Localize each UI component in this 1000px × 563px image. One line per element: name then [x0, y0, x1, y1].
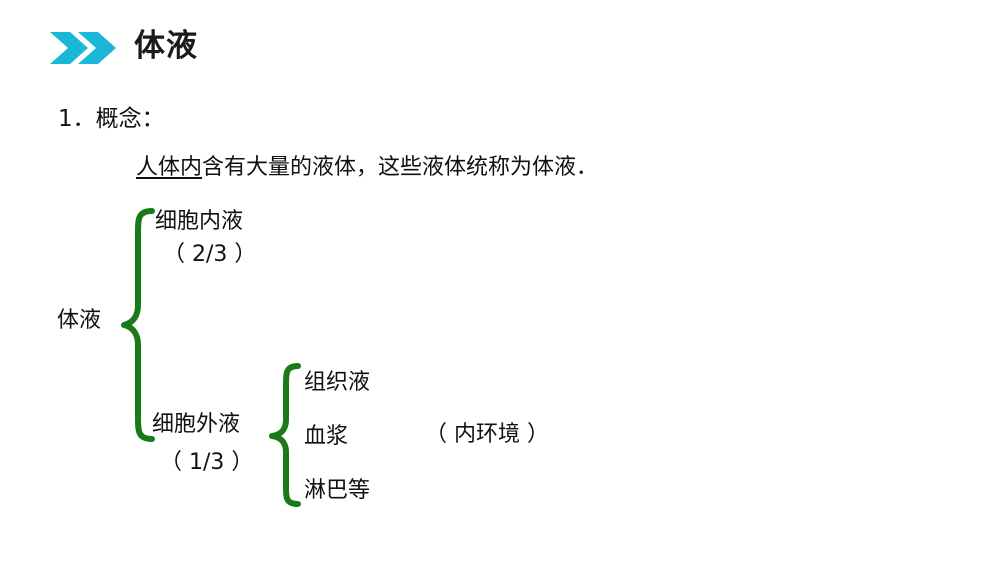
- page-title: 体液: [134, 28, 198, 64]
- diagram-node-root: 体液: [57, 308, 102, 333]
- diagram-node-intracellular-fluid: 细胞内液: [155, 209, 244, 234]
- diagram-annotation-internal-environment: （ 内环境 ）: [425, 422, 549, 447]
- sub-brace-icon: [266, 360, 308, 514]
- concept-heading: 1．概念：: [58, 106, 165, 132]
- double-chevron-right-icon: [50, 30, 120, 66]
- diagram-node-lymph: 淋巴等: [304, 478, 371, 503]
- diagram-node-plasma: 血浆: [304, 424, 349, 449]
- diagram-node-intracellular-fraction: （ 2/3 ）: [163, 242, 257, 267]
- slide-header: 体液: [50, 25, 550, 80]
- diagram-node-extracellular-fraction: （ 1/3 ）: [160, 450, 254, 475]
- diagram-node-extracellular-fluid: 细胞外液: [152, 412, 241, 437]
- main-brace-icon: [118, 205, 164, 449]
- definition-sentence: 人体内含有大量的液体，这些液体统称为体液．: [136, 152, 598, 184]
- diagram-node-tissue-fluid: 组织液: [304, 370, 371, 395]
- definition-underlined-term: 人体内: [136, 155, 203, 180]
- definition-rest: 含有大量的液体，这些液体统称为体液．: [202, 155, 599, 180]
